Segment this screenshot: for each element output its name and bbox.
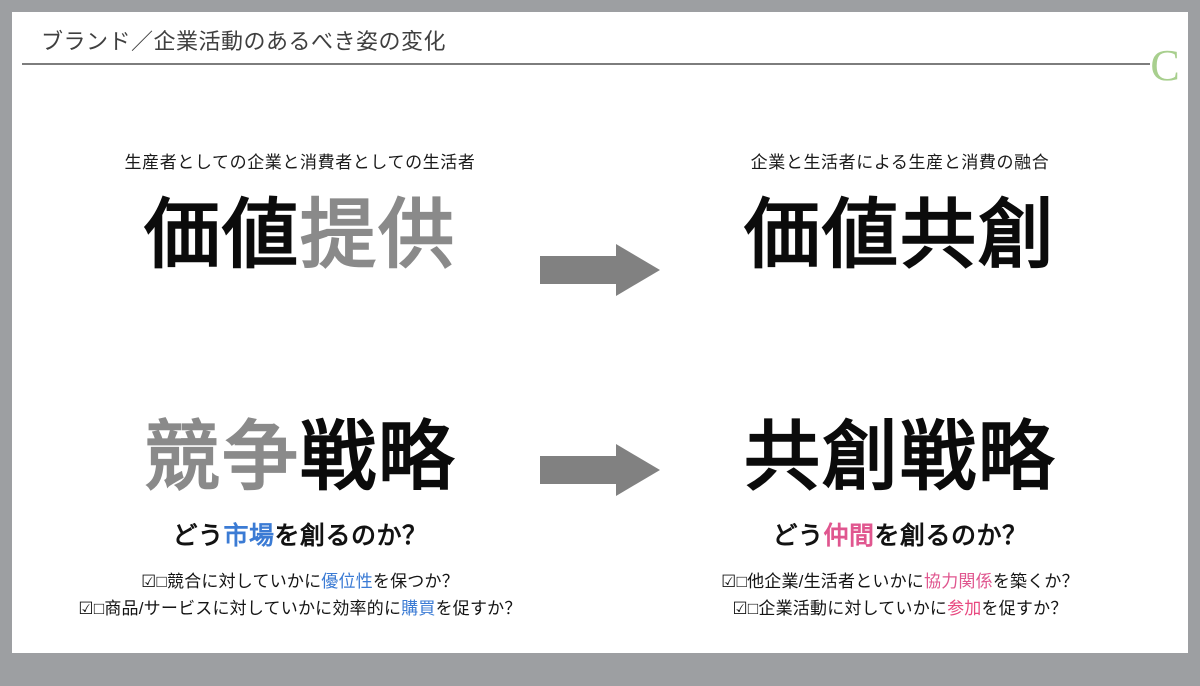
strategy-after-bullets: ☑□他企業/生活者といかに協力関係を築くか？ ☑□企業活動に対していかに参加を促… <box>620 568 1180 622</box>
arrow-shaft <box>540 256 620 284</box>
strategy-after-headline: 共創戦略 <box>620 410 1180 506</box>
value-before-headline: 価値提供 <box>20 188 580 284</box>
value-before-headline-dark: 価値 <box>144 193 300 278</box>
strategy-before-headline-dark: 戦略 <box>300 415 456 500</box>
value-panel-before: 生産者としての企業と消費者としての生活者 価値提供 <box>20 152 580 284</box>
bullet-marker-icon: ☑□ <box>78 599 105 618</box>
strategy-before-headline-gray: 競争 <box>144 415 300 500</box>
question-prefix: どう <box>772 522 824 550</box>
arrow-head <box>616 444 660 496</box>
bullet-text-before: 他企業/生活者といかに <box>747 572 925 591</box>
bullet-text-accent: 購買 <box>401 599 436 618</box>
arrow-head <box>616 244 660 296</box>
bullet-text-after: を促すか？ <box>435 599 522 618</box>
title-divider <box>22 63 1150 65</box>
strategy-before-headline: 競争戦略 <box>20 410 580 506</box>
bullet-text-after: を促すか？ <box>981 599 1068 618</box>
bullet-text-before: 企業活動に対していかに <box>758 599 948 618</box>
bullet-text-after: を築くか？ <box>992 572 1079 591</box>
list-item: ☑□企業活動に対していかに参加を促すか？ <box>620 595 1180 622</box>
value-after-headline: 価値共創 <box>620 188 1180 284</box>
bullet-text-before: 競合に対していかに <box>167 572 322 591</box>
strategy-after-question: どう仲間を創るのか？ <box>620 520 1180 552</box>
bullet-text-after: を保つか？ <box>372 572 459 591</box>
bullet-marker-icon: ☑□ <box>141 572 167 591</box>
brand-logo-icon: C <box>1150 41 1180 90</box>
list-item: ☑□商品/サービスに対していかに効率的に購買を促すか？ <box>20 595 580 622</box>
bullet-marker-icon: ☑□ <box>721 572 748 591</box>
strategy-before-question: どう市場を創るのか？ <box>20 520 580 552</box>
bullet-text-accent: 参加 <box>947 599 982 618</box>
strategy-panel-before: 競争戦略 どう市場を創るのか？ ☑□競合に対していかに優位性を保つか？ ☑□商品… <box>20 410 580 622</box>
value-before-caption: 生産者としての企業と消費者としての生活者 <box>124 153 476 172</box>
slide-canvas: ブランド／企業活動のあるべき姿の変化 C 生産者としての企業と消費者としての生活… <box>12 12 1188 653</box>
transition-arrow-icon-bottom <box>540 444 660 496</box>
value-panel-after: 企業と生活者による生産と消費の融合 価値共創 <box>620 152 1180 284</box>
bullet-text-before: 商品/サービスに対していかに効率的に <box>104 599 402 618</box>
bullet-text-accent: 協力関係 <box>924 572 993 591</box>
transition-arrow-icon-top <box>540 244 660 296</box>
question-accent: 市場 <box>223 522 275 550</box>
value-after-headline-dark: 価値共創 <box>744 193 1056 278</box>
list-item: ☑□他企業/生活者といかに協力関係を築くか？ <box>620 568 1180 595</box>
question-suffix: を創るのか？ <box>874 522 1028 550</box>
strategy-before-bullets: ☑□競合に対していかに優位性を保つか？ ☑□商品/サービスに対していかに効率的に… <box>20 568 580 622</box>
value-before-headline-gray: 提供 <box>300 193 456 278</box>
bullet-text-accent: 優位性 <box>321 572 373 591</box>
arrow-shaft <box>540 456 620 484</box>
strategy-panel-after: 共創戦略 どう仲間を創るのか？ ☑□他企業/生活者といかに協力関係を築くか？ ☑… <box>620 410 1180 622</box>
value-after-caption: 企業と生活者による生産と消費の融合 <box>750 153 1050 172</box>
bullet-marker-icon: ☑□ <box>732 599 759 618</box>
strategy-after-headline-dark: 共創戦略 <box>744 415 1056 500</box>
page-title: ブランド／企業活動のあるべき姿の変化 <box>41 29 447 54</box>
question-suffix: を創るのか？ <box>274 522 428 550</box>
question-accent: 仲間 <box>823 522 875 550</box>
slide-header: ブランド／企業活動のあるべき姿の変化 C <box>12 12 1188 90</box>
question-prefix: どう <box>172 522 224 550</box>
list-item: ☑□競合に対していかに優位性を保つか？ <box>20 568 580 595</box>
